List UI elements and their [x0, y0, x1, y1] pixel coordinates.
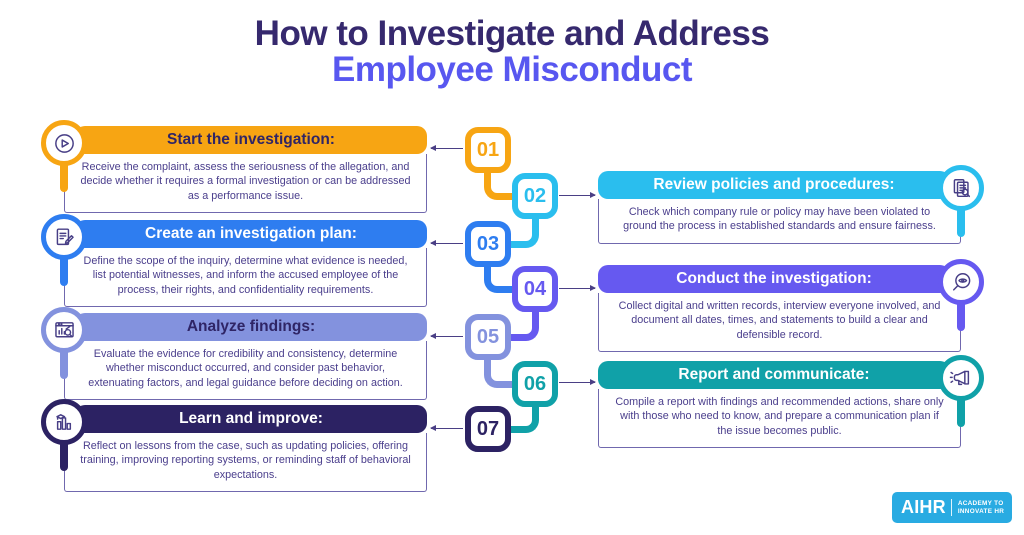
connector-01	[484, 169, 514, 200]
step-heading: Create an investigation plan:	[145, 225, 357, 242]
logo-tagline-line-2: INNOVATE HR	[957, 507, 1005, 515]
step-number: 06	[523, 372, 547, 395]
connector-03	[484, 263, 514, 293]
step-number-badge-04: 04	[512, 266, 558, 312]
step-description: Evaluate the evidence for credibility an…	[64, 341, 427, 401]
logo-divider	[950, 499, 952, 516]
step-description: Check which company rule or policy may h…	[598, 199, 961, 244]
step-heading-bar: Review policies and procedures:	[598, 171, 950, 199]
logo-tagline: ACADEMY TO INNOVATE HR	[958, 500, 1004, 516]
step-heading-bar: Report and communicate:	[598, 361, 950, 389]
icon-stem	[60, 437, 68, 471]
arrow-to-step-05	[430, 332, 463, 339]
connector-04	[511, 308, 539, 341]
arrow-to-step-04	[559, 284, 596, 291]
step-number-badge-02: 02	[512, 173, 558, 219]
step-heading-bar: Conduct the investigation:	[598, 265, 950, 293]
step-card-07: Learn and improve: Reflect on lessons fr…	[41, 399, 427, 493]
step-heading-bar: Analyze findings:	[75, 313, 427, 341]
step-number-badge-03: 03	[465, 221, 511, 267]
logo-wordmark: AIHR	[901, 497, 946, 517]
connector-02	[511, 215, 539, 248]
step-card-03: Create an investigation plan: Define the…	[41, 214, 427, 308]
title-line-2: Employee Misconduct	[331, 50, 693, 90]
icon-stem	[957, 297, 965, 331]
step-card-01: Start the investigation: Receive the com…	[41, 120, 427, 214]
step-description: Collect digital and written records, int…	[598, 293, 961, 353]
step-description: Define the scope of the inquiry, determi…	[64, 248, 427, 308]
play-circle-icon	[41, 120, 87, 166]
megaphone-icon	[938, 355, 984, 401]
arrow-to-step-03	[430, 239, 463, 246]
icon-stem	[60, 252, 68, 286]
document-pencil-icon	[41, 214, 87, 260]
title-line-1: How to Investigate and Address	[254, 14, 770, 53]
step-description: Reflect on lessons from the case, such a…	[64, 433, 427, 493]
step-number: 02	[523, 184, 547, 207]
step-heading: Analyze findings:	[186, 318, 316, 335]
step-description: Receive the complaint, assess the seriou…	[64, 154, 427, 214]
aihr-logo: AIHR ACADEMY TO INNOVATE HR	[892, 492, 1012, 523]
connector-06	[511, 403, 539, 433]
step-number-badge-01: 01	[465, 127, 511, 173]
connector-05	[484, 356, 514, 388]
step-heading: Learn and improve:	[179, 410, 323, 427]
step-card-05: Analyze findings: Evaluate the evidence …	[41, 307, 427, 401]
step-number: 01	[476, 138, 500, 161]
step-number: 03	[476, 232, 500, 255]
step-heading-bar: Create an investigation plan:	[75, 220, 427, 248]
arrow-to-step-06	[559, 378, 596, 385]
arrow-to-step-01	[430, 144, 463, 151]
icon-stem	[957, 393, 965, 427]
icon-stem	[60, 345, 68, 379]
step-heading-bar: Learn and improve:	[75, 405, 427, 433]
arrow-to-step-07	[430, 424, 463, 431]
document-magnifier-icon	[938, 165, 984, 211]
step-description: Compile a report with findings and recom…	[598, 389, 961, 449]
step-number-badge-06: 06	[512, 361, 558, 407]
step-number-badge-05: 05	[465, 314, 511, 360]
bar-chart-graduation-icon	[41, 399, 87, 445]
chart-magnifier-icon	[41, 307, 87, 353]
step-heading-bar: Start the investigation:	[75, 126, 427, 154]
step-heading: Conduct the investigation:	[676, 270, 872, 287]
step-number: 04	[523, 277, 547, 300]
step-card-06: Report and communicate: Compile a report…	[598, 355, 984, 449]
arrow-to-step-02	[559, 191, 596, 198]
step-number: 05	[476, 325, 500, 348]
icon-stem	[957, 203, 965, 237]
logo-tagline-line-1: ACADEMY TO	[957, 499, 1004, 507]
step-heading: Report and communicate:	[678, 366, 870, 383]
icon-stem	[60, 158, 68, 192]
page-title: How to Investigate and Address Employee …	[0, 14, 1024, 90]
step-number: 07	[476, 417, 500, 440]
magnifier-eye-icon	[938, 259, 984, 305]
step-card-04: Conduct the investigation: Collect digit…	[598, 259, 984, 353]
step-card-02: Review policies and procedures: Check wh…	[598, 165, 984, 244]
step-heading: Start the investigation:	[167, 131, 335, 148]
step-number-badge-07: 07	[465, 406, 511, 452]
step-heading: Review policies and procedures:	[653, 176, 895, 193]
